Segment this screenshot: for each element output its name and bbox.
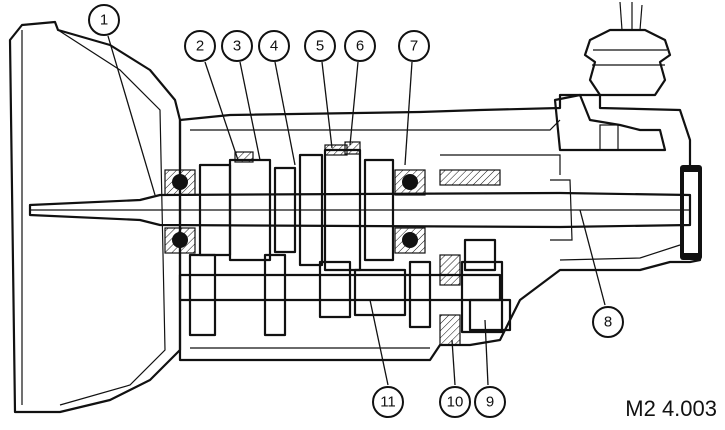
main-shaft-gears	[198, 141, 395, 272]
figure-code: M2 4.003	[625, 396, 717, 421]
callout-label: 11	[380, 394, 396, 411]
callout-label: 8	[604, 314, 612, 331]
callout-label: 5	[316, 38, 324, 55]
callout-label: 6	[356, 38, 364, 55]
callout-11: 11	[372, 386, 404, 418]
callout-label: 4	[270, 38, 278, 55]
callout-10: 10	[439, 386, 471, 418]
callout-label: 9	[486, 394, 494, 411]
reverse-gears	[439, 154, 561, 332]
callout-label: 10	[447, 394, 464, 411]
countershaft	[178, 253, 504, 346]
callout-9: 9	[474, 386, 506, 418]
callout-7: 7	[398, 30, 430, 62]
bearing-center	[394, 169, 426, 254]
callout-3: 3	[221, 30, 253, 62]
callout-label: 2	[196, 38, 204, 55]
clutch-housing	[8, 20, 182, 414]
callout-label: 3	[233, 38, 241, 55]
callout-1: 1	[88, 4, 120, 36]
callout-6: 6	[344, 30, 376, 62]
callout-label: 7	[410, 38, 418, 55]
callout-2: 2	[184, 30, 216, 62]
leader-lines	[107, 35, 606, 386]
callout-label: 1	[100, 12, 108, 29]
callout-8: 8	[592, 306, 624, 338]
callout-5: 5	[304, 30, 336, 62]
shift-tower	[553, 1, 672, 152]
bearing-front	[164, 169, 196, 254]
callout-4: 4	[258, 30, 290, 62]
